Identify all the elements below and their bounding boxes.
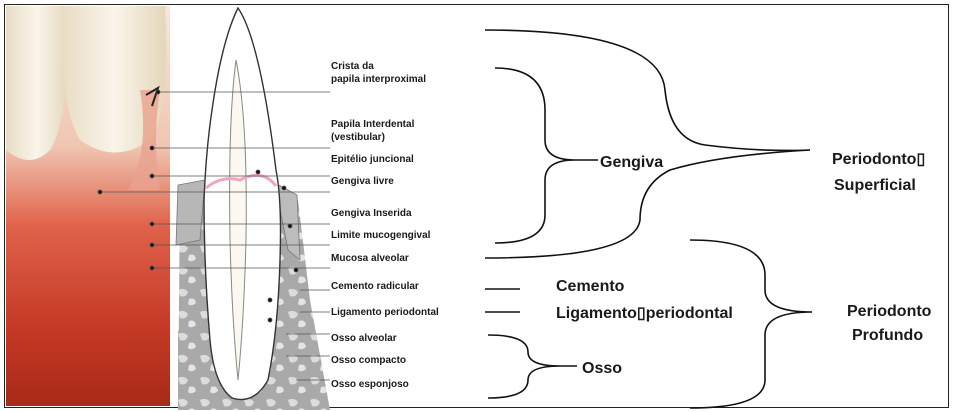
brackets [485,30,812,408]
label-osso-alveolar: Osso alveolar [331,333,397,344]
label-limite: Limite mucogengival [331,230,431,241]
group-periodonto-profundo-2: Profundo [852,327,923,344]
label-gengiva-livre: Gengiva livre [331,176,394,187]
group-ligamento: Ligamento▯periodontal [556,305,733,322]
label-mucosa: Mucosa alveolar [331,253,409,264]
label-osso-esponjoso: Osso esponjoso [331,379,409,390]
label-gengiva-inserida: Gengiva Inserida [331,208,412,219]
tooth-illustration [6,6,495,410]
gingival-cuff-left [176,180,205,245]
label-papila-2: (vestibular) [331,132,385,143]
label-crista-1: Crista da [331,61,374,72]
label-papila-1: Papila Interdental [331,119,415,130]
label-cemento-radicular: Cemento radicular [331,281,419,292]
group-labels: Gengiva Cemento Ligamento▯periodontal Os… [556,151,932,377]
brace-superficial [485,30,810,258]
group-cemento: Cemento [556,278,625,295]
group-osso: Osso [582,360,622,377]
label-ligamento: Ligamento periodontal [331,307,439,318]
brace-osso [488,335,560,398]
brace-profundo [690,240,812,408]
group-periodonto-superficial-2: Superficial [834,177,916,194]
label-osso-compacto: Osso compacto [331,355,406,366]
group-gengiva: Gengiva [600,154,663,171]
brace-gengiva [495,68,575,243]
label-crista-2: papila interproximal [331,74,426,85]
label-epitelio: Epitélio juncional [331,154,414,165]
group-periodonto-profundo-1: Periodonto [847,303,932,320]
group-periodonto-superficial-1: Periodonto▯ [832,151,925,168]
